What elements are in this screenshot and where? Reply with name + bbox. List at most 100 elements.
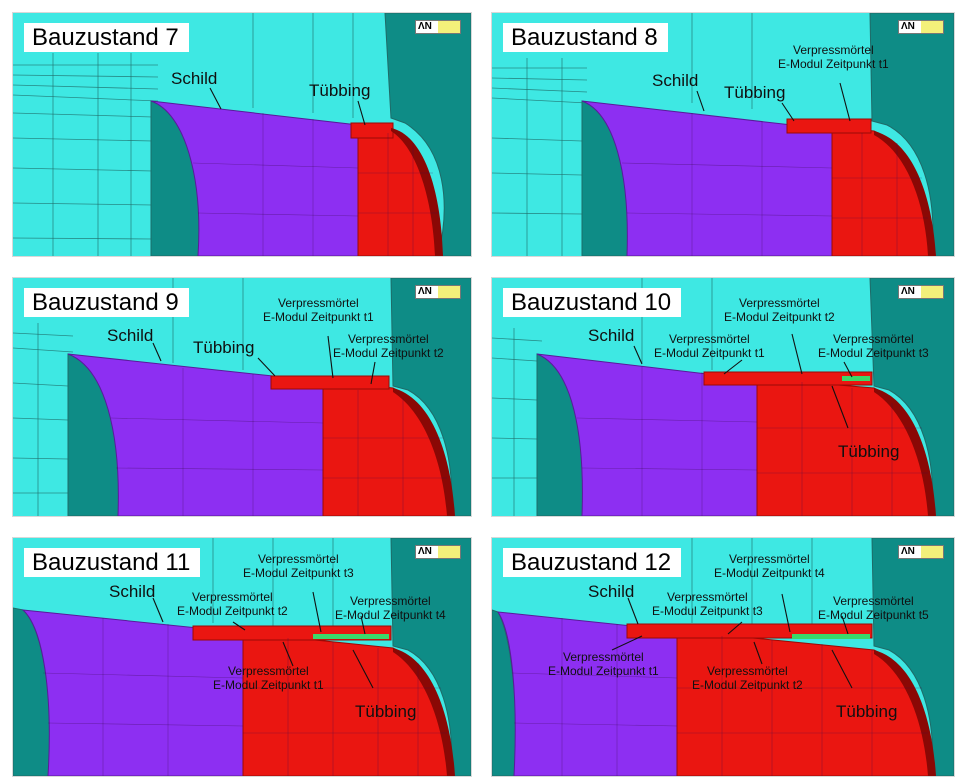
segment-edge [874,388,936,516]
label-line-1: Verpressmörtel [707,664,788,678]
label-verpressmoertel-t5: Verpressmörtel E-Modul Zeitpunkt t5 [818,594,929,622]
segment-mesh [323,390,447,516]
label-verpressmoertel-t1: Verpressmörtel E-Modul Zeitpunkt t1 [654,332,765,360]
label-tuebbing: Tübbing [355,702,417,721]
leader-lines [696,82,851,122]
stage-title: Bauzustand 8 [503,23,668,52]
label-line-2: E-Modul Zeitpunkt t2 [177,604,288,618]
label-line-1: Verpressmörtel [278,296,359,310]
label-line-2: E-Modul Zeitpunkt t2 [724,310,835,324]
fem-model-view [13,278,471,516]
shield-mesh [42,618,244,776]
shield-mesh [192,113,359,256]
shield-mesh [621,113,833,256]
label-verpressmoertel-t2: Verpressmörtel E-Modul Zeitpunkt t2 [724,296,835,324]
label-verpressmoertel-t1: Verpressmörtel E-Modul Zeitpunkt t1 [548,650,659,678]
label-line-2: E-Modul Zeitpunkt t3 [652,604,763,618]
label-line-2: E-Modul Zeitpunkt t1 [213,678,324,692]
label-line-2: E-Modul Zeitpunkt t2 [333,346,444,360]
label-schild: Schild [652,71,699,90]
shield-body [536,353,758,516]
label-line-1: Verpressmörtel [793,43,874,57]
segment-mesh [832,133,928,256]
label-schild: Schild [109,582,156,601]
label-verpressmoertel-t3: Verpressmörtel E-Modul Zeitpunkt t3 [243,552,354,580]
fem-model-view [492,538,954,776]
shield-mesh [110,368,324,516]
label-line-2: E-Modul Zeitpunkt t4 [335,608,446,622]
segment-mesh [757,382,928,516]
segment-ring-top [786,118,872,134]
label-line-2: E-Modul Zeitpunkt t2 [692,678,803,692]
label-line-2: E-Modul Zeitpunkt t1 [548,664,659,678]
leader-lines [209,87,366,126]
fem-model-view [13,13,471,256]
label-line-1: Verpressmörtel [669,332,750,346]
label-tuebbing: Tübbing [836,702,898,721]
label-line-2: E-Modul Zeitpunkt t3 [243,566,354,580]
leader-lines [611,593,853,689]
segment-mesh [358,133,438,256]
label-verpressmoertel-t3: Verpressmörtel E-Modul Zeitpunkt t3 [652,590,763,618]
shield-body [21,609,244,776]
label-line-2: E-Modul Zeitpunkt t1 [654,346,765,360]
label-verpressmoertel-t2: Verpressmörtel E-Modul Zeitpunkt t2 [177,590,288,618]
shield-body [581,100,833,256]
label-line-1: Verpressmörtel [833,594,914,608]
label-line-1: Verpressmörtel [729,552,810,566]
label-verpressmoertel-t1: Verpressmörtel E-Modul Zeitpunkt t1 [213,664,324,692]
leader-lines [152,591,374,689]
stage-panel-8: Bauzustand 8 ΛN Schild Tübbing Verpressm… [491,12,955,257]
background-mesh [13,13,354,256]
label-tuebbing: Tübbing [193,338,255,357]
ansys-logo: ΛN [898,285,944,299]
fem-model-view [492,278,954,516]
label-line-2: E-Modul Zeitpunkt t1 [263,310,374,324]
label-line-1: Verpressmörtel [348,332,429,346]
ansys-logo: ΛN [898,545,944,559]
shield-mesh [511,618,678,776]
mortar-zone-t3 [842,376,870,381]
segment-ring-top [350,122,394,139]
background-mesh [13,278,244,516]
shield-body [496,611,678,776]
label-line-1: Verpressmörtel [258,552,339,566]
label-verpressmoertel-t4: Verpressmörtel E-Modul Zeitpunkt t4 [714,552,825,580]
label-verpressmoertel-t4: Verpressmörtel E-Modul Zeitpunkt t4 [335,594,446,622]
label-tuebbing: Tübbing [838,442,900,461]
label-verpressmoertel-t3: Verpressmörtel E-Modul Zeitpunkt t3 [818,332,929,360]
segment-edge [391,128,443,256]
label-line-2: E-Modul Zeitpunkt t4 [714,566,825,580]
label-line-1: Verpressmörtel [563,650,644,664]
label-line-1: Verpressmörtel [192,590,273,604]
leader-lines [152,335,376,385]
label-tuebbing: Tübbing [309,81,371,100]
fem-model-view [13,538,471,776]
stage-title: Bauzustand 12 [503,548,682,577]
label-schild: Schild [588,326,635,345]
mortar-zone-t5 [792,634,870,639]
stage-panel-12: Bauzustand 12 ΛN Schild Verpressmörtel E… [491,537,955,777]
label-line-1: Verpressmörtel [739,296,820,310]
stage-title: Bauzustand 10 [503,288,682,317]
label-verpressmoertel-t2: Verpressmörtel E-Modul Zeitpunkt t2 [333,332,444,360]
stage-panel-10: Bauzustand 10 ΛN Schild Verpressmörtel E… [491,277,955,517]
stage-title: Bauzustand 7 [24,23,189,52]
stage-title: Bauzustand 9 [24,288,189,317]
segment-mesh [677,636,928,776]
ansys-logo: ΛN [415,285,461,299]
fem-model-view [492,13,954,256]
stage-panel-11: Bauzustand 11 ΛN Schild Verpressmörtel E… [12,537,472,777]
stage-title: Bauzustand 11 [24,548,201,577]
label-tuebbing: Tübbing [724,83,786,102]
label-line-2: E-Modul Zeitpunkt t5 [818,608,929,622]
label-schild: Schild [588,582,635,601]
label-verpressmoertel-t2: Verpressmörtel E-Modul Zeitpunkt t2 [692,664,803,692]
label-line-1: Verpressmörtel [833,332,914,346]
ansys-logo: ΛN [415,545,461,559]
label-line-2: E-Modul Zeitpunkt t3 [818,346,929,360]
label-line-1: Verpressmörtel [350,594,431,608]
segment-edge [874,131,936,256]
segment-edge [393,388,455,516]
shield-body [150,100,359,256]
